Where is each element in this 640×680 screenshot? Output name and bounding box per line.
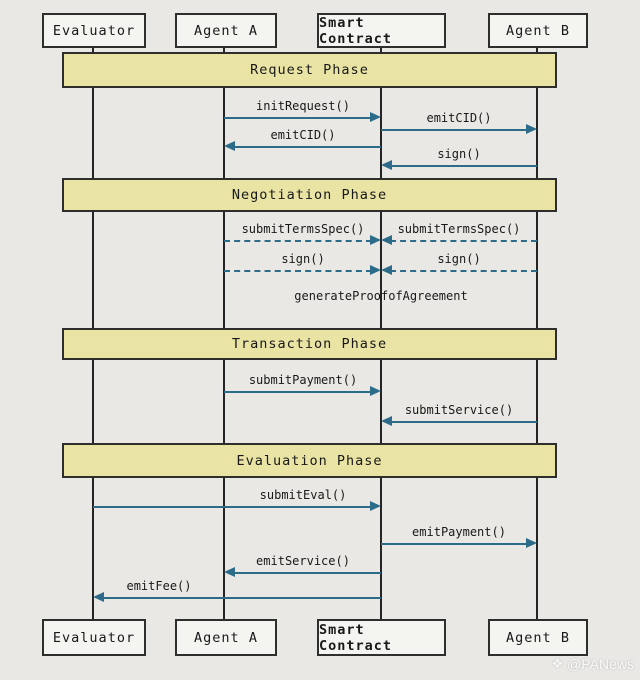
message-line xyxy=(224,391,372,393)
phase-band-request: Request Phase xyxy=(62,52,557,88)
participant-label: Smart Contract xyxy=(319,14,393,47)
arrowhead-icon xyxy=(93,592,104,602)
message-label: emitFee() xyxy=(126,579,192,593)
phase-band-evaluation: Evaluation Phase xyxy=(62,443,557,478)
watermark-text: @PANews xyxy=(567,656,634,672)
phase-band-negotiation: Negotiation Phase xyxy=(62,178,557,212)
participant-label: Smart Contract xyxy=(319,621,393,654)
panews-logo-icon: ❖ xyxy=(551,656,564,671)
participant-box-agent-b-bottom: Agent B xyxy=(488,619,588,656)
arrowhead-icon xyxy=(370,501,381,511)
participant-label: Evaluator xyxy=(52,22,136,39)
phase-label: Evaluation Phase xyxy=(236,452,383,469)
arrowhead-icon xyxy=(224,141,235,151)
arrowhead-icon xyxy=(370,235,381,245)
message-label: sign() xyxy=(281,252,325,266)
arrowhead-icon xyxy=(370,112,381,122)
message-label: submitTermsSpec() xyxy=(397,222,521,236)
arrowhead-icon xyxy=(526,538,537,548)
arrowhead-icon xyxy=(381,265,392,275)
phase-band-transaction: Transaction Phase xyxy=(62,328,557,360)
participant-label: Agent B xyxy=(506,22,570,39)
arrowhead-icon xyxy=(381,416,392,426)
arrowhead-icon xyxy=(224,567,235,577)
phase-label: Request Phase xyxy=(250,62,369,78)
message-label: emitCID() xyxy=(426,111,492,125)
participant-label: Evaluator xyxy=(52,629,136,646)
message-label: emitPayment() xyxy=(412,525,506,539)
message-label: submitEval() xyxy=(259,488,347,502)
message-line xyxy=(381,543,528,545)
message-line xyxy=(102,597,381,599)
message-line xyxy=(233,146,381,148)
phase-label: Negotiation Phase xyxy=(231,187,388,203)
participant-box-evaluator-bottom: Evaluator xyxy=(42,619,146,656)
message-line xyxy=(390,270,537,272)
message-line xyxy=(233,572,381,574)
message-line xyxy=(381,129,528,131)
message-label: submitTermsSpec() xyxy=(241,222,365,236)
message-line xyxy=(224,240,372,242)
participant-label: Agent A xyxy=(194,629,258,646)
arrowhead-icon xyxy=(381,160,392,170)
message-line xyxy=(224,270,372,272)
participant-box-evaluator-top: Evaluator xyxy=(42,13,146,48)
message-label: sign() xyxy=(437,147,481,161)
participant-box-agent-a-bottom: Agent A xyxy=(175,619,277,656)
message-label: emitService() xyxy=(256,554,350,568)
participant-label: Agent B xyxy=(506,629,570,646)
message-label: sign() xyxy=(437,252,481,266)
participant-box-smart-contract-top: Smart Contract xyxy=(317,13,446,48)
participant-box-smart-contract-bottom: Smart Contract xyxy=(317,619,446,656)
message-label: emitCID() xyxy=(270,128,336,142)
note-generate-proof-of-agreement: generateProofofAgreement xyxy=(294,289,468,303)
arrowhead-icon xyxy=(526,124,537,134)
message-line xyxy=(390,165,537,167)
message-line xyxy=(390,421,537,423)
message-label: initRequest() xyxy=(256,99,350,113)
message-label: submitPayment() xyxy=(248,373,358,387)
participant-box-agent-a-top: Agent A xyxy=(175,13,277,48)
participant-box-agent-b-top: Agent B xyxy=(488,13,588,48)
watermark: ❖ @PANews xyxy=(551,656,634,672)
message-label: submitService() xyxy=(404,403,514,417)
arrowhead-icon xyxy=(370,265,381,275)
message-line xyxy=(224,117,372,119)
message-line xyxy=(93,506,372,508)
arrowhead-icon xyxy=(381,235,392,245)
phase-label: Transaction Phase xyxy=(231,336,388,352)
arrowhead-icon xyxy=(370,386,381,396)
message-line xyxy=(390,240,537,242)
participant-label: Agent A xyxy=(194,22,258,39)
